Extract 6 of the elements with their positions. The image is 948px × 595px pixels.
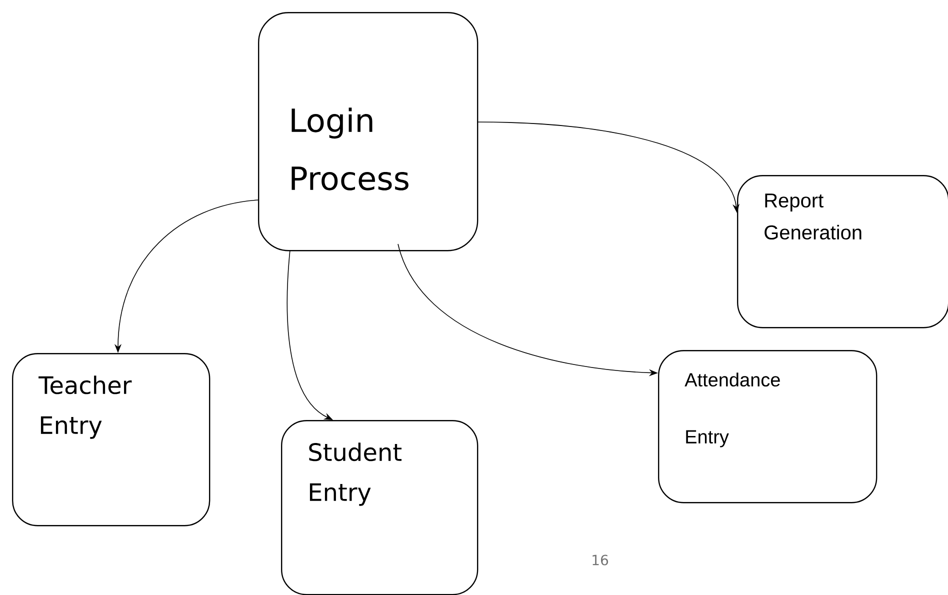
process-box: Attendance Entry (658, 350, 878, 504)
page-number: 16 (592, 554, 608, 566)
process-box: Student Entry (281, 420, 478, 595)
process-box: Report Generation (737, 175, 948, 328)
process-box: Teacher Entry (12, 353, 210, 526)
process-box: Login Process (258, 12, 478, 252)
